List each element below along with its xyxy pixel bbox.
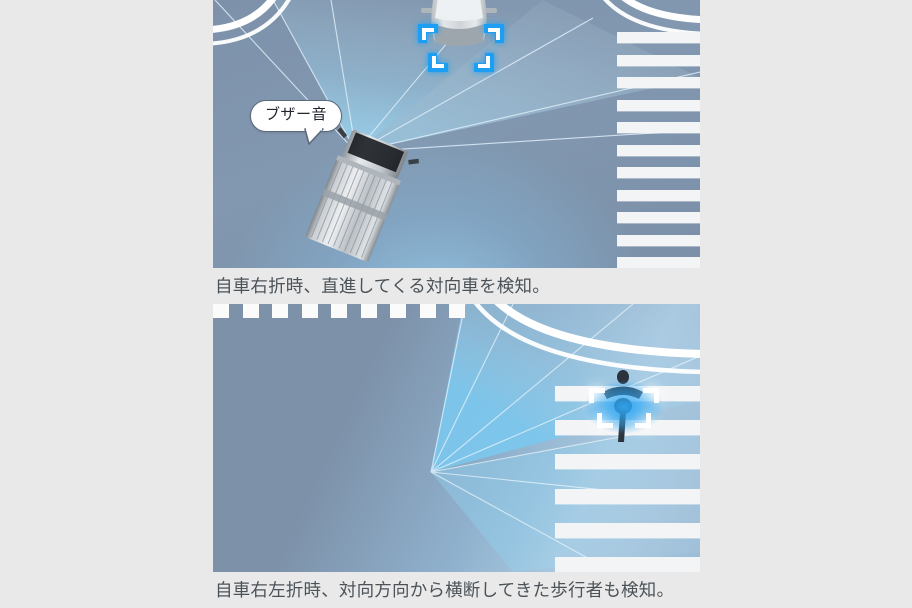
caption-bottom: 自車右左折時、対向方向から横断してきた歩行者も検知。: [215, 580, 675, 600]
crosswalk-stripe: [419, 304, 436, 318]
crosswalk-stripe: [360, 304, 377, 318]
crosswalk-stripe: [555, 488, 700, 504]
crosswalk-stripe: [555, 522, 700, 538]
crosswalk-stripe: [617, 122, 700, 133]
oncoming-car: [411, 0, 507, 68]
crosswalk-stripe: [272, 304, 288, 318]
crosswalk-stripe: [301, 304, 318, 318]
crosswalk-stripe: [555, 454, 700, 470]
figure-turn-pedestrian-crossing: 自車右左折時、対向方向から横断してきた歩行者も検知。: [213, 304, 700, 600]
pedestrian: [595, 366, 651, 444]
crosswalk-stripe: [331, 304, 347, 318]
balloon-label: ブザー音: [265, 106, 328, 123]
crosswalk-stripe: [617, 167, 700, 178]
figure-right-turn-oncoming-vehicle: ブザー音 自車右折時、直進してくる対向車を検知。: [213, 0, 700, 296]
crosswalk-stripe: [213, 304, 229, 318]
crosswalk-stripe: [617, 257, 700, 268]
crosswalk-stripe: [617, 212, 700, 223]
crosswalk-stripe: [242, 304, 259, 318]
caption-top: 自車右折時、直進してくる対向車を検知。: [215, 276, 550, 296]
crosswalk-stripe: [449, 304, 465, 318]
scene-intersection-top: ブザー音: [213, 0, 700, 268]
crosswalk-stripe: [555, 556, 700, 572]
crosswalk-stripe: [617, 32, 700, 43]
scene-intersection-bottom: [213, 304, 700, 572]
balloon-tail: [304, 127, 325, 145]
crosswalk-stripe: [617, 189, 700, 201]
crosswalk-stripe: [617, 77, 700, 88]
crosswalk-horizontal-right: [617, 32, 700, 268]
ego-truck: [292, 116, 427, 268]
buzzer-sound-balloon: ブザー音: [250, 100, 343, 145]
crosswalk-vertical-top: [213, 304, 465, 318]
illustration-stack: ブザー音 自車右折時、直進してくる対向車を検知。: [213, 0, 700, 608]
crosswalk-stripe: [617, 99, 700, 111]
crosswalk-stripe: [617, 144, 700, 156]
crosswalk-stripe: [390, 304, 406, 318]
crosswalk-stripe: [617, 54, 700, 66]
crosswalk-stripe: [617, 234, 700, 246]
